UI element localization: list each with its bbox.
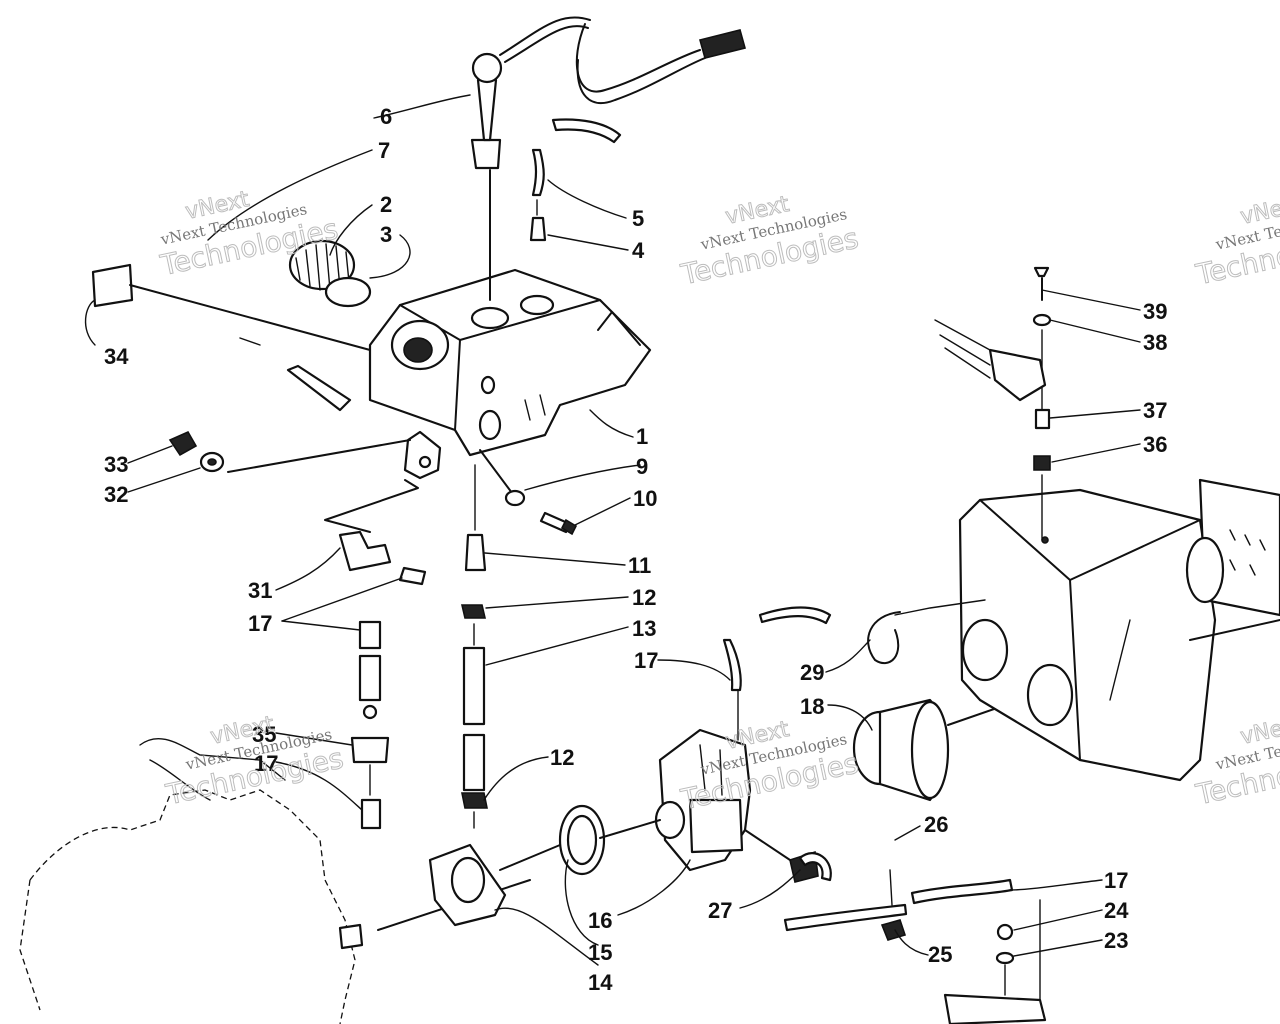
callout-4: 4 — [632, 238, 645, 263]
callout-35: 35 — [252, 722, 276, 747]
hose-clamp — [867, 599, 986, 665]
callout-31: 31 — [248, 578, 272, 603]
callout-17-carb: 17 — [634, 648, 658, 673]
oil-level-sender — [470, 16, 746, 301]
filler-cap — [288, 239, 450, 371]
callout-39: 39 — [1143, 299, 1167, 324]
callout-38: 38 — [1143, 330, 1167, 355]
callout-12-upper: 12 — [632, 585, 656, 610]
callout-23: 23 — [1104, 928, 1128, 953]
callout-12-lower: 12 — [550, 745, 574, 770]
callout-13: 13 — [632, 616, 656, 641]
callout-15: 15 — [588, 940, 612, 965]
callout-18: 18 — [800, 694, 824, 719]
air-silencer — [958, 488, 1217, 782]
watermark-3: vNext vNext Technologies Technologies — [1192, 191, 1280, 291]
intake-boot — [852, 698, 1021, 802]
silencer-tube — [1185, 478, 1280, 641]
callout-5: 5 — [632, 206, 644, 231]
callout-9: 9 — [636, 454, 648, 479]
callout-25: 25 — [928, 942, 952, 967]
callout-29: 29 — [800, 660, 824, 685]
callout-16: 16 — [588, 908, 612, 933]
oil-line-fittings — [460, 449, 578, 829]
callout-17-left: 17 — [248, 611, 272, 636]
fuel-filter-assembly — [324, 479, 427, 830]
callout-labels: 6 7 2 3 5 4 34 1 9 10 33 32 11 12 13 17 … — [104, 104, 1167, 995]
callout-37: 37 — [1143, 398, 1167, 423]
callout-11: 11 — [628, 553, 651, 578]
callout-34: 34 — [104, 344, 129, 369]
callout-32: 32 — [104, 482, 128, 507]
callout-26: 26 — [924, 812, 948, 837]
callout-3: 3 — [380, 222, 392, 247]
callout-14: 14 — [588, 970, 613, 995]
nut-washer — [168, 430, 411, 473]
vent-hose — [529, 118, 622, 242]
callout-36: 36 — [1143, 432, 1167, 457]
watermark-2: vNext vNext Technologies Technologies — [677, 191, 862, 291]
callout-24: 24 — [1104, 898, 1129, 923]
callout-7: 7 — [378, 138, 390, 163]
lower-hardware — [783, 852, 1047, 1024]
callout-33: 33 — [104, 452, 128, 477]
callout-17-filter: 17 — [254, 751, 278, 776]
carburetor — [599, 606, 832, 883]
callout-1: 1 — [636, 424, 648, 449]
silencer-hardware — [934, 266, 1052, 541]
callout-6: 6 — [380, 104, 392, 129]
leader-lines — [84, 94, 1141, 1001]
callout-2: 2 — [380, 192, 392, 217]
callout-17-lower: 17 — [1104, 868, 1128, 893]
watermark-4: vNext vNext Technologies Technologies — [162, 711, 347, 811]
oil-tank — [368, 268, 652, 480]
callout-10: 10 — [633, 486, 657, 511]
callout-27: 27 — [708, 898, 732, 923]
mounting-bolt — [91, 263, 371, 412]
intake-flange — [428, 804, 606, 927]
